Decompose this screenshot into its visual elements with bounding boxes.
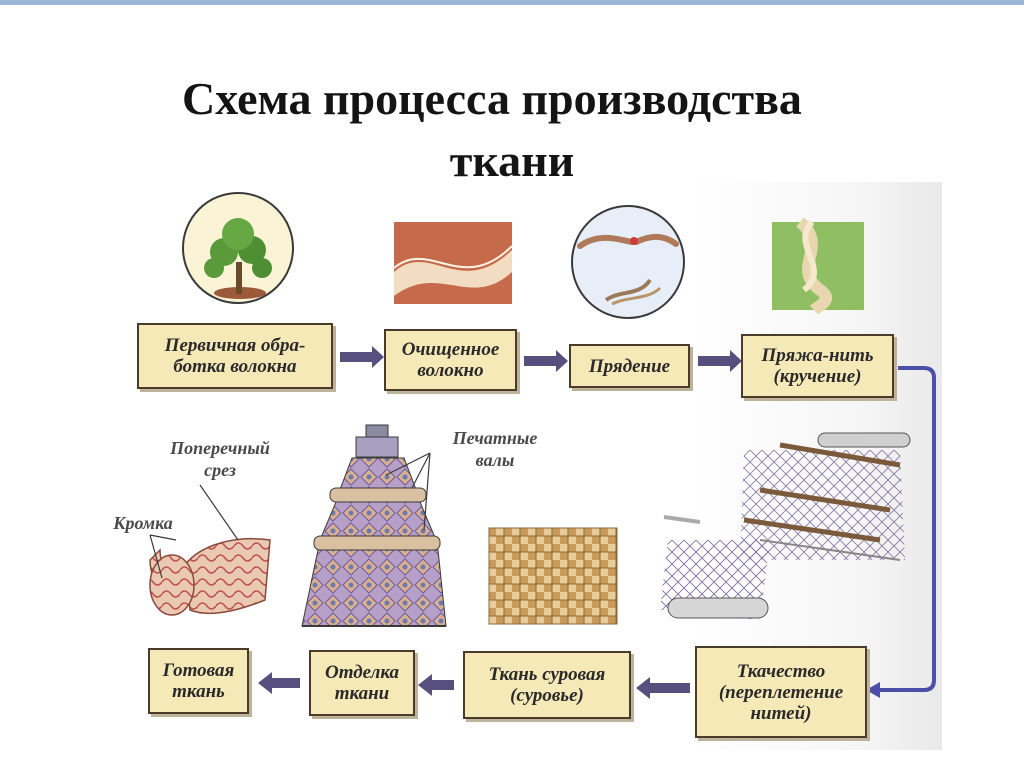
cotton-plant-illustration [182,192,294,304]
process-arrows [258,346,742,699]
window-frame-top [0,0,1024,5]
step-weaving: Ткачество (переплетение нитей) [695,646,867,738]
label-edge: Кромка [113,513,173,533]
step-cleaned-fiber: Очищенное волокно [384,329,517,391]
woven-fabric-swatch [488,527,618,625]
cleaned-fiber-illustration [393,222,513,304]
diagram-title: Схема процесса производства [182,73,802,124]
step-primary-processing: Первичная обра- ботка волокна [137,323,333,389]
loom-illustration [660,432,911,620]
step-spinning: Прядение [569,344,690,388]
connector-arrow [866,366,936,698]
spinning-hands-illustration [571,205,685,319]
step-finishing: Отделка ткани [309,650,415,716]
step-raw-fabric: Ткань суровая (суровье) [463,651,631,719]
label-cross-section: Поперечный срез [170,438,270,480]
diagram-title-line2: ткани [449,135,575,186]
label-print-rollers: Печатные валы [452,428,538,470]
fabric-roll-illustration [149,538,271,616]
label-leader-lines [149,452,431,579]
twisted-yarn-illustration [772,217,864,315]
step-ready-fabric: Готовая ткань [148,648,249,714]
step-yarn: Пряжа-нить (кручение) [741,334,894,398]
